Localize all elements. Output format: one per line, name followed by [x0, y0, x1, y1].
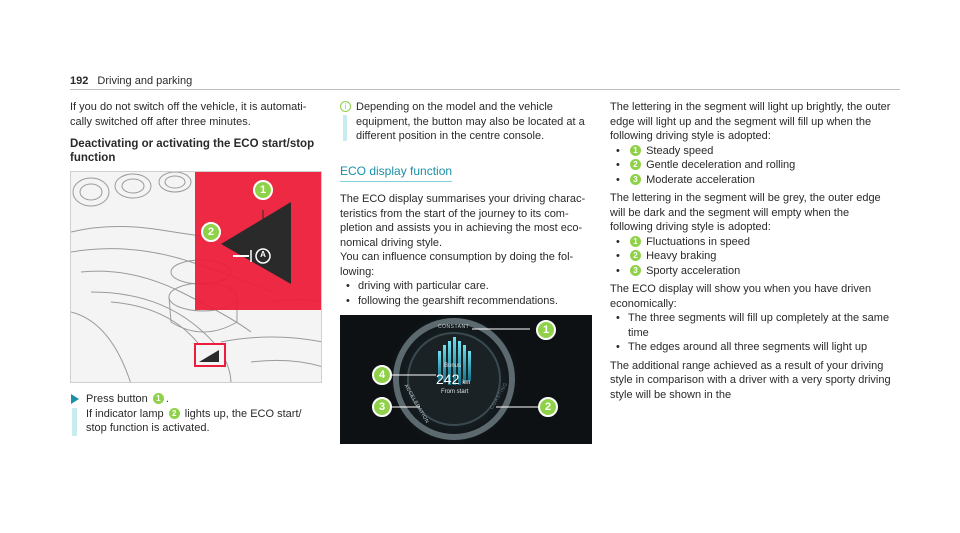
- callout-1: 1: [253, 180, 273, 200]
- economical-bullets: The three segments will fill up complete…: [610, 311, 892, 355]
- list-item: 1 Fluctuations in speed: [610, 235, 892, 250]
- step-b-text-2: lights up, the ECO start/: [184, 407, 302, 420]
- intro-text: If you do not switch off the vehicle, it…: [70, 101, 307, 128]
- list-text: Sporty acceleration: [646, 264, 741, 277]
- page-number: 192: [70, 75, 89, 87]
- bonus-label: Bonus: [444, 363, 462, 369]
- list-text: Fluctuations in speed: [646, 235, 751, 248]
- page-header: 192 Driving and parking: [70, 74, 192, 89]
- eco-display-para-2: You can influence consumption by doing t…: [340, 251, 574, 278]
- heading-line-2: function: [70, 152, 116, 164]
- list-item: The edges around all three segments will…: [610, 340, 892, 355]
- list-badge: 1: [630, 235, 641, 247]
- column-3: The lettering in the segment will light …: [610, 100, 892, 402]
- list-item: 1 Steady speed: [610, 144, 892, 159]
- step-a-end: .: [165, 393, 169, 405]
- step-b-text-3: stop function is activated.: [86, 422, 210, 434]
- eco-display-heading: ECO display function: [340, 164, 453, 182]
- figure-callout-1: 1: [536, 320, 556, 340]
- list-item: following the gearshift recommendations.: [340, 294, 596, 309]
- list-item: driving with particular care.: [340, 279, 596, 294]
- list-badge: 2: [630, 159, 641, 170]
- bonus-value: 242 km: [436, 371, 470, 389]
- eco-display-figure: CONSTANT ACCELERATION COASTING Bonus 242…: [340, 315, 592, 444]
- figure-callout-2: 2: [538, 397, 558, 417]
- col3-para-3: The ECO display will show you when you h…: [610, 283, 872, 310]
- list-text: Heavy braking: [646, 250, 717, 262]
- step-b-badge: 2: [168, 407, 180, 419]
- eco-start-stop-heading: Deactivating or activating the ECO start…: [70, 137, 328, 165]
- instruction-steps: Press button 1. If indicator lamp 2 ligh…: [70, 392, 328, 436]
- consumption-bullets: driving with particular care. following …: [340, 279, 596, 308]
- heading-line-1: Deactivating or activating the ECO start…: [70, 138, 315, 150]
- column-1: If you do not switch off the vehicle, it…: [70, 100, 328, 165]
- note-text: Depending on the model and the vehicle e…: [356, 101, 585, 142]
- step-a-text: Press button: [86, 393, 148, 405]
- step-arrow-icon: [71, 394, 79, 404]
- list-badge: 2: [630, 250, 641, 261]
- eco-button-figure: 1 2 A: [70, 171, 322, 383]
- list-text: Moderate acceleration: [646, 173, 755, 186]
- col3-para-2: The lettering in the segment will be gre…: [610, 192, 881, 233]
- step-a-badge: 1: [152, 393, 164, 404]
- list-item: 2 Heavy braking: [610, 249, 892, 264]
- eco-display-para-1: The ECO display summarises your driving …: [340, 193, 586, 249]
- figure-callout-4: 4: [372, 365, 392, 385]
- bright-list: 1 Steady speed 2 Gentle deceleration and…: [610, 144, 892, 188]
- constant-label: CONSTANT: [438, 324, 470, 330]
- col3-para-1: The lettering in the segment will light …: [610, 101, 891, 142]
- list-item: 2 Gentle deceleration and rolling: [610, 158, 892, 173]
- grey-list: 1 Fluctuations in speed 2 Heavy braking …: [610, 235, 892, 279]
- column-2: i Depending on the model and the vehicle…: [340, 100, 596, 308]
- list-badge: 3: [630, 264, 641, 276]
- bonus-km-unit: km: [462, 380, 471, 386]
- step-b-text-1: If indicator lamp: [86, 407, 164, 420]
- note-bar: [343, 115, 347, 141]
- list-text: Steady speed: [646, 144, 714, 157]
- callout-2: 2: [201, 222, 221, 242]
- bonus-km-value: 242: [436, 371, 460, 387]
- step-bar: [72, 408, 77, 436]
- info-icon: i: [340, 101, 351, 112]
- eco-button-symbol: A: [260, 250, 266, 259]
- list-badge: 3: [630, 173, 641, 185]
- centre-console-illustration: [71, 172, 321, 382]
- list-item: The three segments will fill up complete…: [610, 311, 892, 340]
- info-note: i Depending on the model and the vehicle…: [340, 100, 596, 144]
- section-title: Driving and parking: [97, 75, 193, 87]
- step-press-button: Press button 1. If indicator lamp 2 ligh…: [70, 392, 328, 436]
- header-rule: [70, 89, 900, 90]
- from-start-label: From start: [441, 389, 469, 395]
- list-text: Gentle deceleration and rolling: [646, 159, 796, 171]
- list-item: 3 Moderate acceleration: [610, 173, 892, 188]
- list-item: 3 Sporty acceleration: [610, 264, 892, 279]
- list-badge: 1: [630, 144, 641, 156]
- col3-para-4: The additional range achieved as a resul…: [610, 359, 891, 401]
- figure-callout-3: 3: [372, 397, 392, 417]
